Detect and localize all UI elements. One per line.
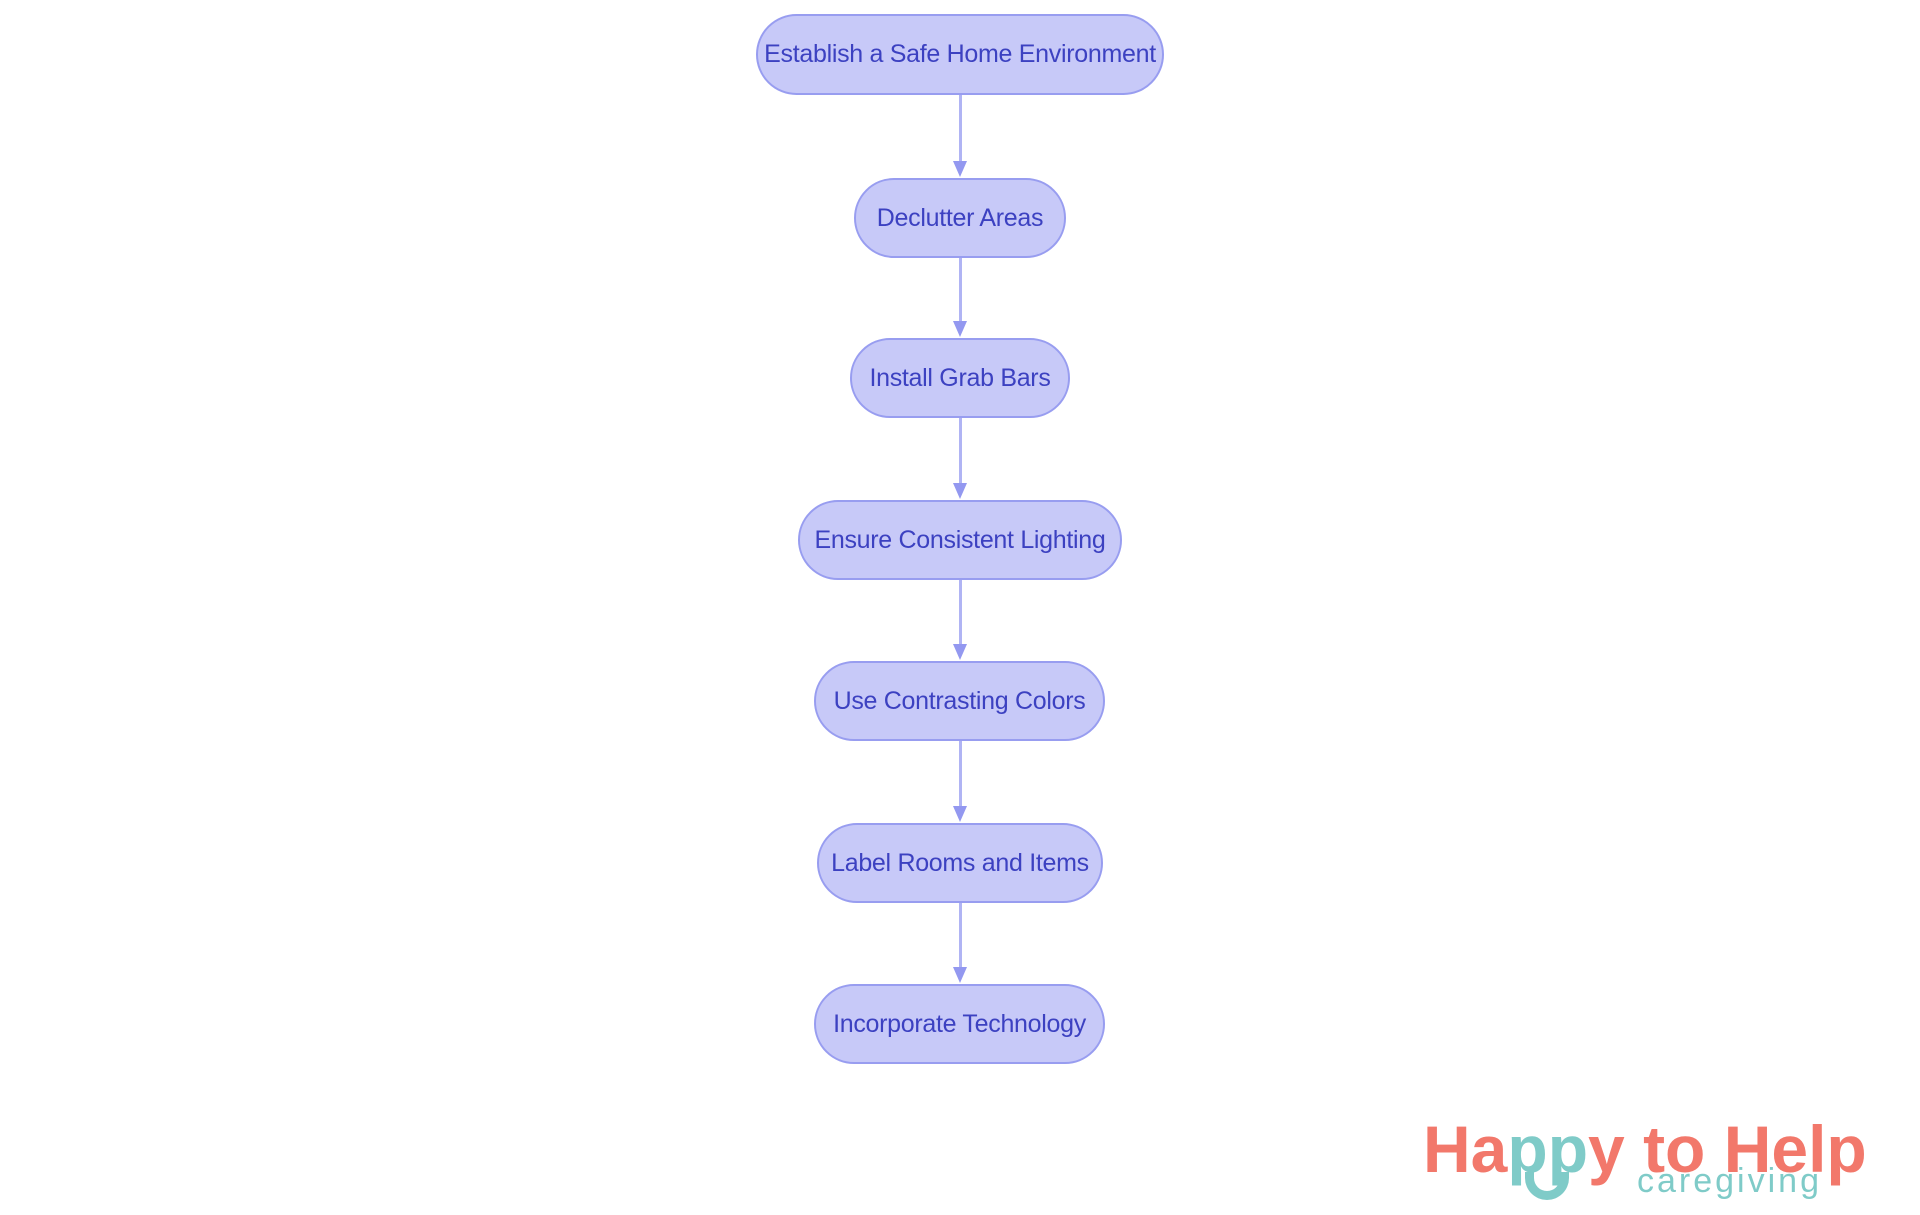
flow-arrow — [953, 741, 967, 822]
arrow-line — [958, 418, 962, 483]
flow-arrow — [953, 95, 967, 177]
flow-arrow — [953, 903, 967, 983]
arrow-down-icon — [953, 161, 967, 177]
happy-to-help-logo: Happy to Help caregiving — [1423, 1116, 1883, 1211]
node-label: Establish a Safe Home Environment — [764, 40, 1156, 68]
flow-node-establish-safe-home-environment: Establish a Safe Home Environment — [756, 14, 1164, 95]
flow-node-label-rooms-and-items: Label Rooms and Items — [817, 823, 1103, 903]
arrow-down-icon — [953, 806, 967, 822]
flow-arrow — [953, 580, 967, 660]
arrow-down-icon — [953, 644, 967, 660]
flow-arrow — [953, 418, 967, 499]
arrow-down-icon — [953, 321, 967, 337]
wordmark-segment: Ha — [1423, 1112, 1508, 1186]
arrow-down-icon — [953, 967, 967, 983]
wordmark-segment: pp — [1507, 1112, 1589, 1186]
arrow-line — [958, 95, 962, 161]
arrow-line — [958, 580, 962, 644]
wordmark-segment: y — [1588, 1112, 1625, 1186]
node-label: Use Contrasting Colors — [833, 686, 1086, 715]
node-label: Label Rooms and Items — [831, 848, 1089, 877]
wordmark-segment: to Help — [1624, 1112, 1867, 1186]
arrow-down-icon — [953, 483, 967, 499]
smile-icon — [1525, 1172, 1569, 1200]
flow-node-declutter-areas: Declutter Areas — [854, 178, 1066, 258]
flow-node-install-grab-bars: Install Grab Bars — [850, 338, 1070, 418]
arrow-line — [958, 903, 962, 967]
flow-node-use-contrasting-colors: Use Contrasting Colors — [814, 661, 1105, 741]
node-label: Install Grab Bars — [869, 363, 1051, 392]
arrow-line — [958, 741, 962, 806]
flow-arrow — [953, 258, 967, 337]
flow-node-ensure-consistent-lighting: Ensure Consistent Lighting — [798, 500, 1122, 580]
node-label: Ensure Consistent Lighting — [814, 525, 1106, 554]
logo-tagline: caregiving — [1637, 1162, 1822, 1200]
node-label: Incorporate Technology — [833, 1009, 1086, 1038]
logo-wordmark: Happy to Help — [1423, 1116, 1883, 1182]
flow-node-incorporate-technology: Incorporate Technology — [814, 984, 1105, 1064]
arrow-line — [958, 258, 962, 321]
node-label: Declutter Areas — [876, 203, 1044, 232]
